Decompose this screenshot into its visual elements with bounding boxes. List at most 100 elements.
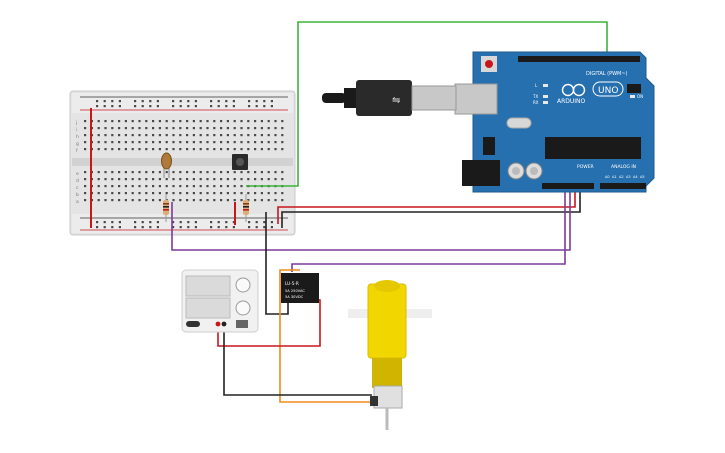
breadboard-hole	[186, 185, 189, 188]
breadboard-hole	[247, 141, 250, 144]
breadboard-hole	[274, 127, 277, 130]
breadboard-hole	[152, 192, 155, 195]
resistor-2[interactable]	[243, 194, 249, 222]
voltage-knob[interactable]	[235, 277, 251, 293]
power-switch[interactable]	[186, 321, 200, 327]
breadboard-hole	[281, 141, 284, 144]
breadboard-hole	[226, 171, 229, 174]
breadboard-hole	[158, 148, 161, 151]
breadboard-hole	[186, 178, 189, 181]
breadboard-hole	[97, 127, 100, 130]
led-l-label: L	[535, 83, 538, 88]
breadboard-hole	[165, 134, 168, 137]
breadboard-hole	[186, 134, 189, 137]
breadboard-hole	[103, 226, 106, 229]
breadboard-hole	[158, 120, 161, 123]
breadboard-hole	[255, 221, 258, 224]
breadboard-hole	[240, 171, 243, 174]
breadboard-hole	[179, 221, 182, 224]
breadboard-hole	[267, 141, 270, 144]
breadboard-hole	[172, 226, 175, 229]
breadboard-hole	[131, 120, 134, 123]
breadboard-hole	[255, 105, 258, 108]
breadboard-hole	[131, 185, 134, 188]
breadboard-hole	[281, 171, 284, 174]
breadboard-hole	[97, 134, 100, 137]
breadboard-hole	[152, 199, 155, 202]
row-letter: f	[76, 148, 78, 154]
breadboard-hole	[213, 199, 216, 202]
breadboard-hole	[187, 226, 190, 229]
positive-terminal[interactable]	[215, 321, 221, 327]
push-button[interactable]	[232, 154, 248, 170]
breadboard-hole	[118, 141, 121, 144]
row-letter: h	[76, 134, 79, 140]
breadboard-hole	[220, 199, 223, 202]
breadboard-hole	[194, 226, 197, 229]
breadboard-hole	[134, 221, 137, 224]
breadboard-hole	[233, 134, 236, 137]
breadboard-hole	[145, 199, 148, 202]
black-wire-gnd[interactable]	[281, 190, 581, 228]
power-supply[interactable]	[181, 269, 259, 333]
breadboard-hole	[240, 199, 243, 202]
breadboard-hole	[118, 226, 121, 229]
breadboard-hole	[131, 148, 134, 151]
breadboard-hole	[84, 120, 87, 123]
breadboard-hole	[97, 120, 100, 123]
breadboard-hole	[165, 178, 168, 181]
breadboard[interactable]: j i h g f e d c b a	[69, 90, 296, 236]
breadboard-hole	[226, 127, 229, 130]
breadboard-hole	[118, 171, 121, 174]
breadboard-hole	[186, 127, 189, 130]
breadboard-hole	[233, 127, 236, 130]
breadboard-hole	[220, 141, 223, 144]
breadboard-hole	[254, 199, 257, 202]
breadboard-hole	[233, 148, 236, 151]
breadboard-hole	[254, 141, 257, 144]
usb-cable[interactable]: ⇋	[322, 80, 457, 116]
breadboard-hole	[158, 185, 161, 188]
breadboard-hole	[217, 221, 220, 224]
breadboard-hole	[152, 148, 155, 151]
digital-label: DIGITAL (PWM~)	[586, 71, 628, 77]
breadboard-hole	[213, 185, 216, 188]
breadboard-hole	[240, 148, 243, 151]
breadboard-hole	[179, 127, 182, 130]
breadboard-hole	[111, 192, 114, 195]
breadboard-hole	[255, 226, 258, 229]
breadboard-hole	[260, 192, 263, 195]
breadboard-hole	[124, 120, 127, 123]
dc-gear-motor[interactable]	[348, 280, 432, 430]
resistor-1[interactable]	[163, 194, 169, 222]
breadboard-row-letters: j i h g f e d c b a	[75, 120, 79, 205]
breadboard-hole	[124, 127, 127, 130]
orange-wire[interactable]	[279, 269, 372, 403]
black-wire-supply[interactable]	[223, 324, 372, 396]
breadboard-hole	[111, 141, 114, 144]
breadboard-hole	[247, 148, 250, 151]
breadboard-hole	[172, 185, 175, 188]
current-knob[interactable]	[235, 300, 251, 316]
breadboard-hole	[103, 221, 106, 224]
green-wire[interactable]	[246, 21, 608, 187]
breadboard-hole	[220, 171, 223, 174]
breadboard-hole	[254, 134, 257, 137]
breadboard-hole	[199, 141, 202, 144]
relay[interactable]: LU-5-R 5A 250VAC 5A 30VDC	[281, 273, 319, 303]
breadboard-hole	[152, 185, 155, 188]
breadboard-hole	[104, 127, 107, 130]
row-letter: c	[76, 186, 79, 191]
photoresistor[interactable]	[161, 152, 172, 178]
breadboard-hole	[233, 178, 236, 181]
negative-terminal[interactable]	[221, 321, 227, 327]
breadboard-hole	[141, 221, 144, 224]
breadboard-hole	[84, 141, 87, 144]
black-wire-relay[interactable]	[265, 212, 289, 315]
arduino-uno[interactable]: DIGITAL (PWM~) ARDUINO UNO L TX RX ON	[454, 51, 655, 193]
breadboard-hole	[145, 120, 148, 123]
breadboard-hole	[141, 226, 144, 229]
breadboard-hole	[217, 226, 220, 229]
red-wire-5v[interactable]	[277, 190, 576, 224]
breadboard-holes	[84, 100, 284, 229]
